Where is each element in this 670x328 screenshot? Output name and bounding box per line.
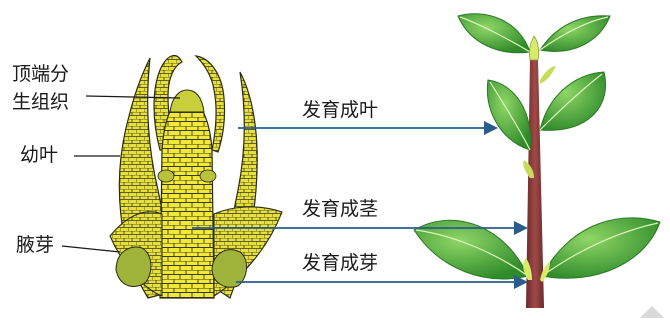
label-axillary-bud: 腋芽 xyxy=(16,233,54,257)
apical-meristem-dome xyxy=(170,90,204,112)
lower-leaf-left xyxy=(414,220,528,279)
label-apical-meristem-line2: 生组织 xyxy=(12,90,69,114)
top-leaf-right xyxy=(540,16,610,52)
mid-leaf-right-large xyxy=(540,72,606,130)
label-develops-into-bud: 发育成芽 xyxy=(302,251,378,275)
plant-shoot xyxy=(414,14,660,308)
terminal-bud xyxy=(529,36,538,60)
label-develops-into-leaf: 发育成叶 xyxy=(302,98,378,122)
bud-section xyxy=(110,56,282,298)
label-develops-into-stem: 发育成茎 xyxy=(302,197,378,221)
top-leaf-left xyxy=(458,14,530,53)
arrow-to-stem-head xyxy=(514,221,528,235)
page-corner-decoration xyxy=(640,306,664,318)
bud-stem-body xyxy=(160,96,214,298)
node-bud-upper xyxy=(540,66,556,84)
leader-axillary-bud xyxy=(62,246,120,252)
label-young-leaf: 幼叶 xyxy=(20,143,58,167)
arrow-to-leaf-head xyxy=(484,121,498,135)
label-apical-meristem-line1: 顶端分 xyxy=(12,62,69,86)
